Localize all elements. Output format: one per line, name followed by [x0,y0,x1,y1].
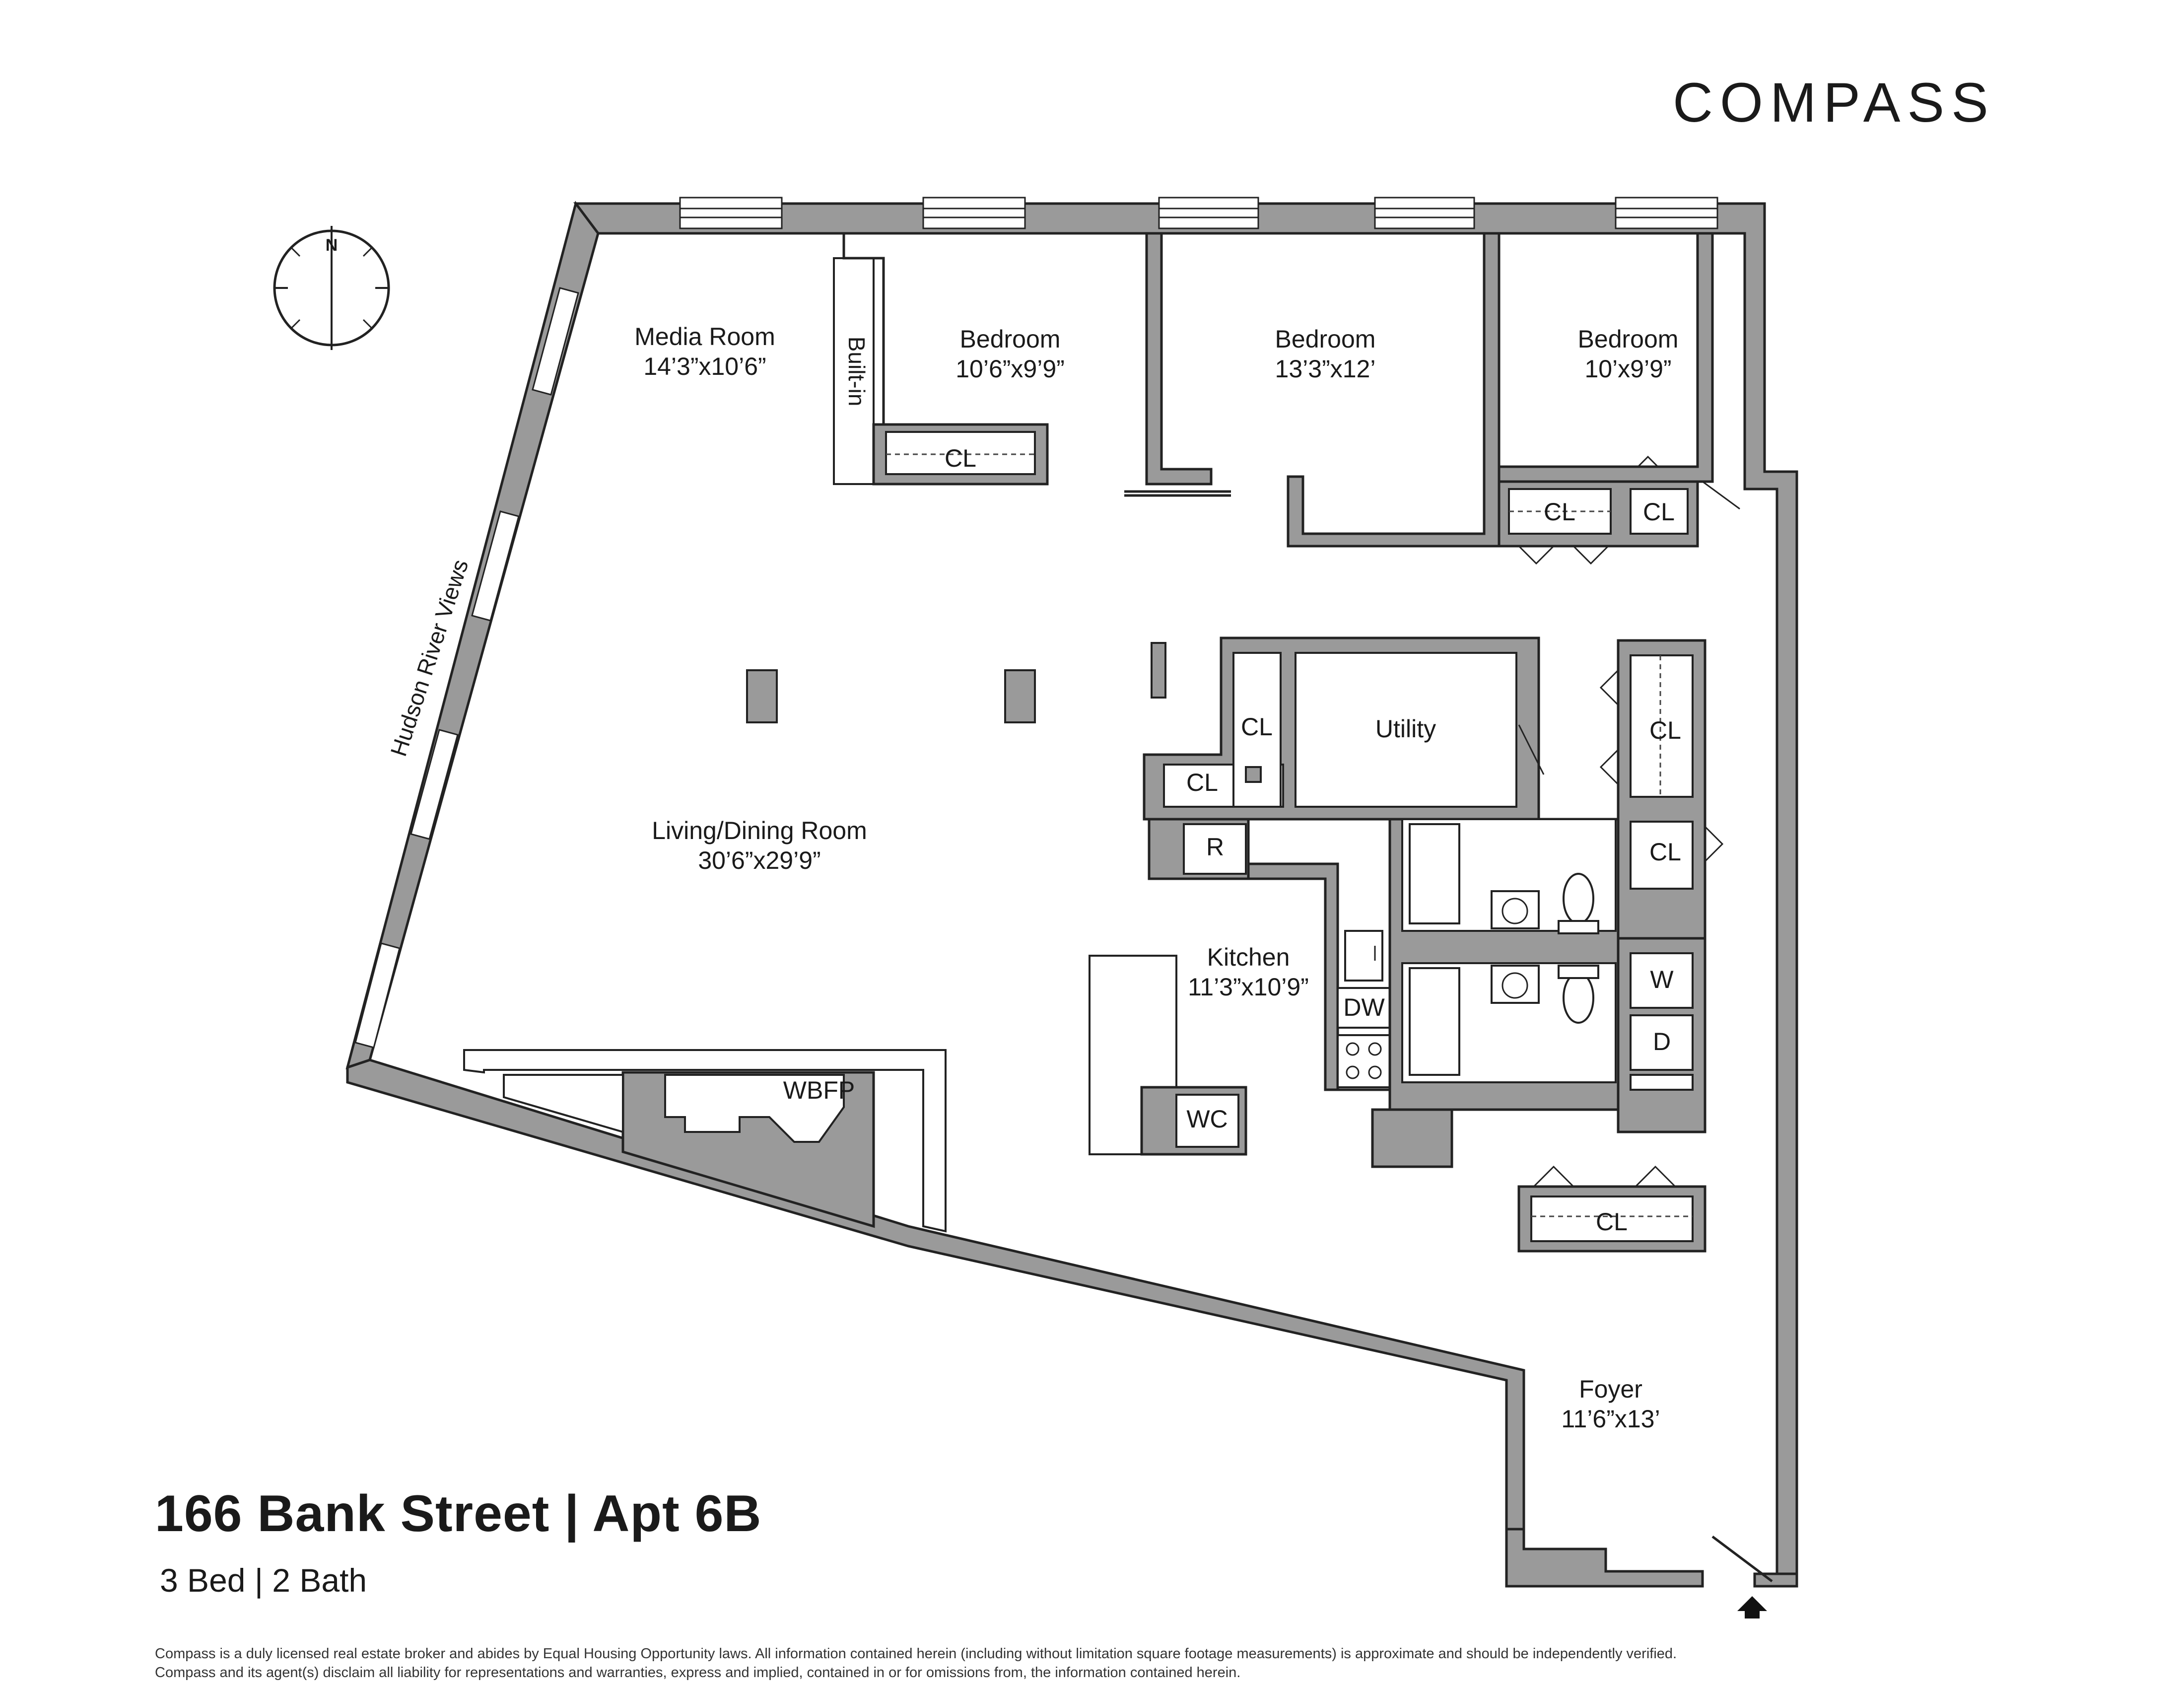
fireplace-area [463,1049,947,1233]
closet-label-bedroom1: CL [945,444,976,472]
closet-label-core-b: CL [1186,769,1218,796]
disclaimer-line-1: Compass is a duly licensed real estate b… [155,1646,1677,1662]
media-room-name: Media Room [634,323,775,351]
bedroom-2-dims: 13’3”x12’ [1275,355,1376,383]
dryer-label: D [1653,1028,1671,1055]
media-room-dims: 14’3”x10’6” [643,352,766,380]
closet-label-right-a: CL [1649,716,1681,744]
closet-label-bedroom3a: CL [1544,498,1575,526]
refrigerator-label: R [1206,833,1224,861]
disclaimer-line-2: Compass and its agent(s) disclaim all li… [155,1665,1241,1681]
listing-subtitle: 3 Bed | 2 Bath [160,1562,367,1599]
compass-north-label: N [326,236,338,255]
closet-label-right-b: CL [1649,838,1681,866]
kitchen-dims: 11’3”x10’9” [1188,973,1309,1001]
foyer-closet [1517,1165,1706,1253]
compass-logo: COMPASS [1673,71,2010,134]
bedroom-walls [833,232,1740,565]
logo-text: COMPASS [1673,74,1995,134]
closet-label-foyer: CL [1596,1208,1628,1236]
core-walls [1089,636,1724,1168]
closet-label-core-a: CL [1241,713,1273,741]
bedroom-3-dims: 10’x9’9” [1584,355,1671,383]
wine-cooler-label: WC [1186,1105,1228,1133]
columns [746,669,1036,723]
windows [354,197,1718,1049]
bedroom-1-dims: 10’6”x9’9” [956,355,1065,383]
built-in-label: Built-in [844,337,870,407]
living-dining-dims: 30’6”x29’9” [698,846,820,874]
exterior-walls [345,201,1798,1588]
foyer-dims: 11’6”x13’ [1561,1405,1660,1433]
washer-label: W [1650,966,1674,993]
disclaimer: Compass is a duly licensed real estate b… [155,1644,2091,1682]
bedroom-3-name: Bedroom [1578,325,1679,353]
dishwasher-label: DW [1343,993,1385,1021]
bedroom-1-name: Bedroom [960,325,1061,353]
fixture-labels: Built-in CL CL CL CL CL CL CL CL R DW WC… [783,337,1681,1236]
living-dining-name: Living/Dining Room [652,817,867,844]
entry-door [1711,1536,1773,1618]
room-labels: Media Room 14’3”x10’6” Bedroom 10’6”x9’9… [634,323,1678,1433]
utility-name: Utility [1375,715,1436,743]
compass-rose: N [273,226,390,350]
listing-title: 166 Bank Street | Apt 6B [155,1485,762,1543]
foyer-name: Foyer [1579,1375,1642,1403]
closet-label-bedroom3b: CL [1643,498,1675,526]
bedroom-2-name: Bedroom [1275,325,1376,353]
fireplace-label: WBFP [783,1076,855,1104]
kitchen-name: Kitchen [1207,943,1290,971]
